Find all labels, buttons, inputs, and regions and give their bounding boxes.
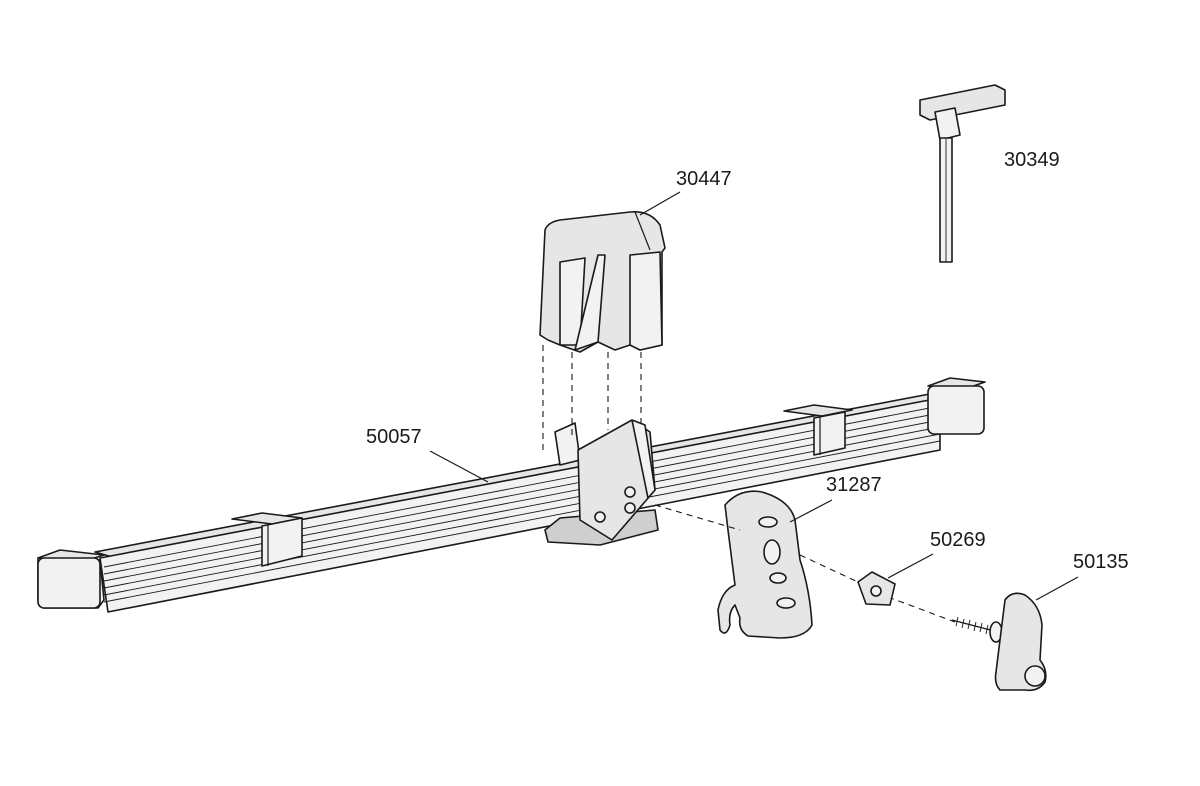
bar-clip-right xyxy=(783,404,853,456)
key-handle xyxy=(919,84,1006,121)
leader-30447 xyxy=(639,191,681,216)
bar-end-cap-right xyxy=(927,377,986,435)
hex-key xyxy=(919,84,1006,263)
label-clamp-body: 31287 xyxy=(789,474,882,523)
load-bar xyxy=(37,377,986,613)
center-bracket xyxy=(544,419,659,546)
bracket-hole xyxy=(594,511,606,523)
label-30349: 30349 xyxy=(1004,149,1060,171)
clamp-body xyxy=(717,490,813,639)
top-cover xyxy=(539,210,666,353)
alignment-lines-hardware xyxy=(654,504,956,623)
leader-50135 xyxy=(1035,576,1079,601)
label-hex-key: 30349 xyxy=(1004,149,1060,171)
alignment-lines-cover xyxy=(542,345,642,455)
label-top-cover: 30447 xyxy=(639,168,732,216)
label-nut-plate: 50269 xyxy=(887,529,986,579)
clamp-shell xyxy=(717,490,813,639)
label-load-bar: 50057 xyxy=(366,426,489,483)
label-knob-screw: 50135 xyxy=(1035,551,1129,601)
label-30447: 30447 xyxy=(676,168,732,190)
leader-31287 xyxy=(789,499,833,523)
bar-grooves xyxy=(103,405,941,603)
label-50269: 50269 xyxy=(930,529,986,551)
bar-end-cap-left xyxy=(37,549,105,609)
nut-plate xyxy=(857,571,896,606)
bar-front-face xyxy=(99,397,941,613)
label-50135: 50135 xyxy=(1073,551,1129,573)
bar-clip-left xyxy=(231,512,303,567)
label-50057: 50057 xyxy=(366,426,422,448)
bracket-back-tab xyxy=(554,422,581,466)
knob-screw xyxy=(951,592,1047,692)
leader-50057 xyxy=(429,450,489,483)
leader-50269 xyxy=(887,553,934,579)
label-31287: 31287 xyxy=(826,474,882,496)
